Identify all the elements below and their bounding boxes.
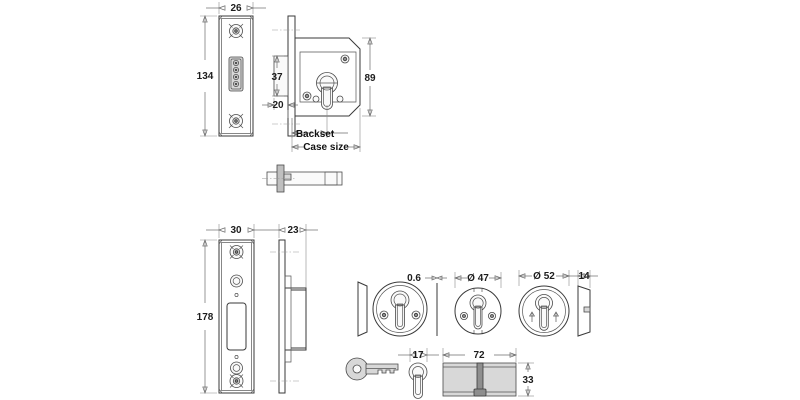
dim-label-20: 20 — [272, 100, 284, 111]
dim-label-26: 26 — [230, 3, 242, 14]
lower-case-body — [284, 287, 307, 351]
case-cylinder-cutout — [316, 72, 338, 110]
spindle-end-block — [324, 171, 338, 186]
escutcheon-group-3: Ø 52 14 — [517, 270, 598, 337]
dim-label-14: 14 — [578, 271, 590, 282]
escutcheon-3-side-notch — [583, 306, 591, 313]
faceplate-inner-border — [221, 18, 251, 134]
dim-label-diameter-47: Ø 47 — [467, 273, 489, 284]
escutcheon-2-notches — [473, 289, 483, 333]
escutcheon-3-arrow-right — [552, 311, 560, 322]
lower-faceplate-view: 30 — [197, 224, 267, 395]
cylinder-cam-profile — [408, 362, 428, 399]
spindle-lug — [283, 173, 292, 181]
dim-lower-depth-23: 23 — [267, 224, 318, 290]
escutcheon-1-side-profile — [357, 281, 368, 337]
dim-escutcheon-thickness-0-6: 0.6 — [407, 273, 447, 336]
dim-latch-37: 37 — [271, 54, 284, 98]
escutcheon-3-inner-ring — [522, 289, 566, 333]
lower-faceplate-bolt-aperture — [226, 302, 247, 351]
dim-case-height-89: 89 — [362, 36, 376, 118]
lower-forend-edge — [278, 239, 286, 394]
dim-label-178: 178 — [197, 312, 214, 323]
case-forend-plate — [287, 15, 296, 137]
dim-escutcheon-diameter-52: Ø 52 — [517, 270, 571, 286]
escutcheon-2-screw-left — [459, 311, 468, 320]
key-blade — [365, 363, 399, 375]
key-bow-hole — [352, 364, 362, 374]
lower-faceplate-inner-border — [221, 242, 252, 391]
dim-lower-width-30: 30 — [206, 224, 267, 238]
cylinder-cam-lug — [473, 388, 487, 397]
dim-case-size: Case size — [290, 108, 362, 153]
escutcheon-3-arrow-left — [528, 311, 536, 322]
dim-escutcheon-side-14: 14 — [568, 270, 598, 288]
cylinder-view: 17 72 — [398, 348, 534, 399]
faceplate-bolt-slot — [228, 56, 244, 92]
lock-case-inner-outline — [299, 51, 357, 103]
dim-label-23: 23 — [287, 225, 299, 236]
faceplate-corner-marks — [218, 15, 254, 137]
dim-lower-height-178: 178 — [197, 238, 217, 395]
spindle-view — [262, 164, 343, 193]
escutcheon-1-inner-ring — [376, 285, 424, 333]
escutcheon-group-2: Ø 47 — [453, 272, 503, 335]
escutcheon-2-keyway — [469, 294, 487, 330]
dim-cylinder-height-33: 33 — [518, 361, 534, 398]
lower-faceplate-screw-top — [229, 245, 244, 259]
lower-faceplate-upper-pin — [234, 293, 239, 297]
dim-label-33: 33 — [522, 375, 534, 386]
lower-faceplate-corner-marks — [218, 239, 255, 394]
upper-faceplate-view: 26 — [197, 2, 266, 138]
escutcheon-1-screw-right — [411, 310, 421, 320]
dim-label-0-6: 0.6 — [407, 273, 421, 284]
label-backset: Backset — [296, 129, 335, 140]
cylinder-cam-slot — [476, 362, 484, 394]
lower-case-strip — [284, 275, 292, 363]
lower-faceplate-lower-pin — [234, 355, 239, 359]
escutcheon-1-screw-left — [379, 310, 389, 320]
label-case-size: Case size — [303, 142, 349, 153]
case-screw-lower — [302, 91, 312, 101]
case-pivot-pin-left — [312, 95, 320, 103]
dim-faceplate-height-134: 134 — [197, 14, 217, 138]
dim-label-134: 134 — [197, 71, 214, 82]
lower-faceplate-upper-hole — [230, 274, 243, 288]
case-pivot-pin-right — [336, 95, 344, 103]
dim-cylinder-length-72: 72 — [441, 348, 518, 362]
dim-label-89: 89 — [364, 73, 376, 84]
lower-lock-side-view: 23 — [267, 224, 318, 394]
faceplate-screw-bottom — [228, 113, 244, 129]
escutcheon-2-screw-right — [487, 311, 496, 320]
escutcheon-3-keyway — [535, 294, 553, 331]
dim-label-17: 17 — [412, 350, 424, 361]
case-screw-upper — [340, 54, 350, 64]
lower-faceplate-lower-hole — [230, 361, 243, 375]
dim-offset-20: 20 — [262, 98, 298, 118]
upper-lock-case-view: 37 20 89 — [262, 15, 376, 153]
dim-label-37: 37 — [271, 72, 283, 83]
dim-label-diameter-52: Ø 52 — [533, 271, 555, 282]
escutcheon-group-1: 0.6 — [357, 273, 447, 337]
key-view — [345, 357, 399, 381]
dim-label-30: 30 — [230, 225, 242, 236]
dim-escutcheon-diameter-47: Ø 47 — [453, 272, 503, 288]
faceplate-screw-top — [228, 23, 244, 39]
lower-faceplate-screw-bottom — [229, 374, 244, 388]
escutcheon-1-keyway — [390, 290, 410, 330]
dim-cylinder-cam-17: 17 — [398, 348, 439, 362]
dim-faceplate-width-26: 26 — [206, 2, 266, 14]
dim-label-72: 72 — [473, 350, 485, 361]
